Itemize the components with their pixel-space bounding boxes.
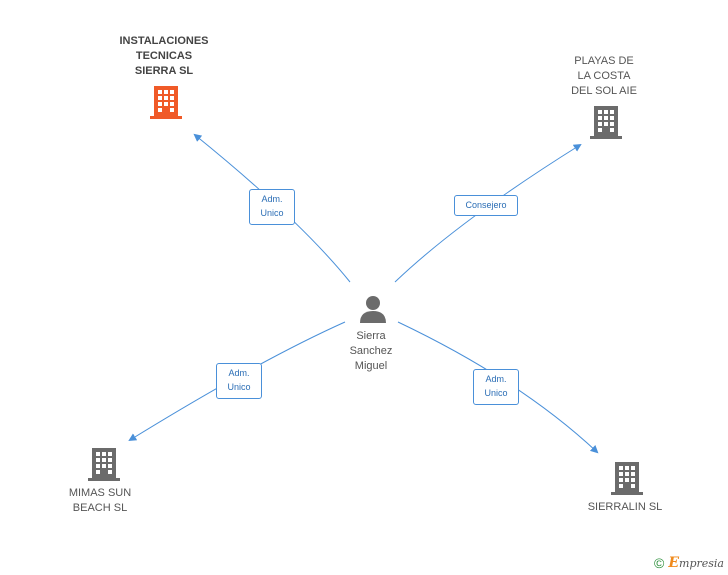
building-icon-sierralin [611, 462, 643, 495]
edge-playas [394, 143, 582, 283]
relation-label-sierralin: Adm. Unico [473, 369, 519, 405]
brand-name: mpresia [679, 557, 724, 570]
copyright-icon: © [654, 555, 665, 571]
building-icon-instalaciones [150, 86, 182, 119]
relation-label-instalaciones: Adm. Unico [249, 189, 295, 225]
relation-label-mimas: Adm. Unico [216, 363, 262, 399]
building-icon-mimas [88, 448, 120, 481]
building-icon-playas [590, 106, 622, 139]
brand-initial: E [668, 555, 680, 571]
company-label-sierralin[interactable]: SIERRALIN SL [587, 501, 663, 513]
company-label-playas[interactable]: PLAYAS DE LA COSTA DEL SOL AIE [571, 55, 637, 97]
person-name[interactable]: Sierra Sanchez Miguel [349, 330, 393, 372]
person-icon [360, 296, 386, 323]
company-label-mimas[interactable]: MIMAS SUN BEACH SL [68, 487, 132, 514]
company-label-instalaciones[interactable]: INSTALACIONES TECNICAS SIERRA SL [119, 35, 209, 77]
relation-label-playas: Consejero [454, 195, 518, 216]
empresia-credit[interactable]: © Empresia [654, 555, 724, 571]
